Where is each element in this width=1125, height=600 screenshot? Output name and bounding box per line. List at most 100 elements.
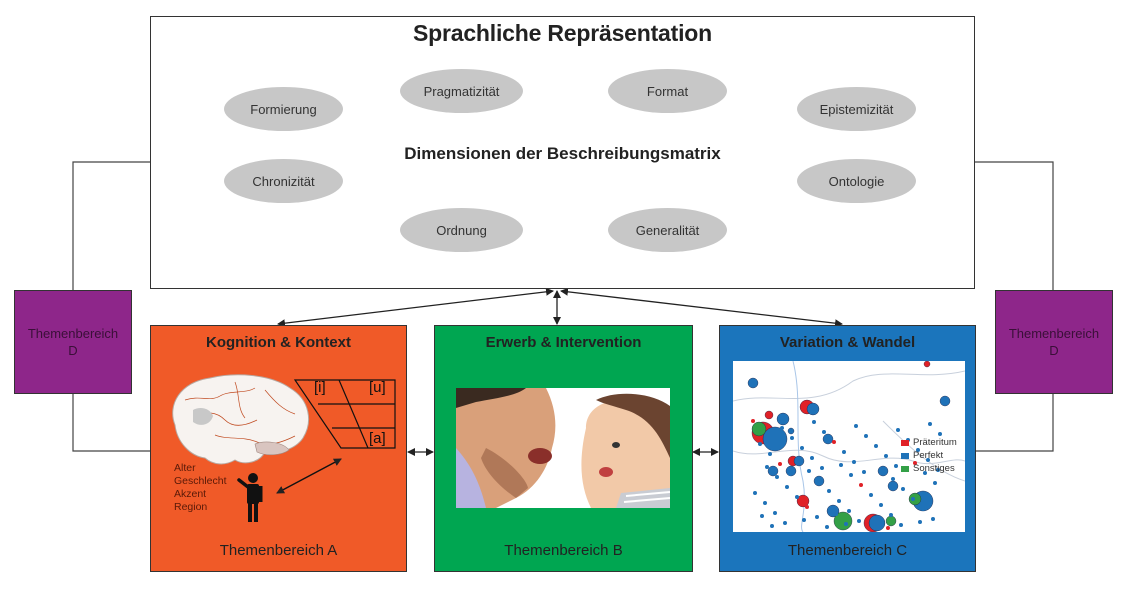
theme-a-title: Kognition & Kontext [206, 334, 351, 351]
vowel-u: [u] [369, 379, 386, 396]
map-marker-small [896, 428, 900, 432]
father-baby-photo [456, 388, 670, 508]
themenbereich-b-box: Erwerb & Intervention Themenbereich B [434, 325, 693, 572]
map-marker [939, 395, 951, 407]
map-marker-small [785, 485, 789, 489]
dimension-epistemizitaet: Epistemizität [797, 87, 916, 131]
legend-praeteritum: Präteritum [901, 436, 957, 449]
map-marker [796, 494, 810, 508]
legend-perfekt: Perfekt [901, 449, 957, 462]
map-marker-small [839, 463, 843, 467]
map-marker-small [802, 518, 806, 522]
dimension-ordnung: Ordnung [400, 208, 523, 252]
brain-icon [172, 374, 310, 465]
attribute-geschlecht: Geschlecht [174, 475, 227, 487]
map-marker-small [790, 436, 794, 440]
map-marker-small [807, 469, 811, 473]
map-marker [887, 480, 899, 492]
map-marker-small [817, 479, 821, 483]
right-d-top-wire [975, 161, 1054, 290]
dimension-chronizitaet: Chronizität [224, 159, 343, 203]
map-marker-small [938, 432, 942, 436]
map-marker-small [780, 426, 784, 430]
map-marker-small [770, 524, 774, 528]
map-marker-small [832, 440, 836, 444]
map-marker-small [763, 501, 767, 505]
dimension-generalitaet: Generalität [608, 208, 727, 252]
map-marker-small [859, 483, 863, 487]
theme-b-label: Themenbereich B [504, 542, 623, 559]
map-marker-small [760, 514, 764, 518]
map-marker-small [857, 519, 861, 523]
dimension-ontologie: Ontologie [797, 159, 916, 203]
double-arrow-icon [276, 458, 342, 494]
dialect-map [733, 361, 965, 532]
map-marker-small [822, 430, 826, 434]
left-d-top-wire [72, 161, 150, 290]
map-marker-small [753, 491, 757, 495]
map-marker-small [751, 419, 755, 423]
map-marker-small [886, 526, 890, 530]
vowel-a: [a] [369, 430, 386, 447]
dimension-format: Format [608, 69, 727, 113]
d-left-line1: Themenbereich [27, 326, 119, 341]
map-marker-small [879, 503, 883, 507]
map-marker-small [825, 525, 829, 529]
map-marker [776, 412, 790, 426]
legend-swatch [901, 439, 909, 446]
map-marker-small [847, 509, 851, 513]
map-marker-small [773, 511, 777, 515]
theme-c-title: Variation & Wandel [779, 334, 916, 351]
map-marker-small [778, 462, 782, 466]
map-marker-small [933, 481, 937, 485]
map-marker-small [837, 499, 841, 503]
map-marker-small [913, 461, 917, 465]
map-marker-small [810, 456, 814, 460]
map-marker [751, 421, 767, 437]
map-marker [762, 426, 788, 452]
map-marker-small [849, 473, 853, 477]
map-marker-small [881, 467, 885, 471]
attribute-alter: Alter [174, 462, 196, 474]
legend-label: Sonstiges [913, 463, 955, 474]
map-marker [787, 427, 795, 435]
map-marker-small [820, 466, 824, 470]
map-marker [747, 377, 759, 389]
map-marker-small [768, 452, 772, 456]
map-marker-small [876, 516, 880, 520]
map-marker-small [869, 493, 873, 497]
map-marker [822, 433, 834, 445]
speaker-attributes: Alter Geschlecht Akzent Region [174, 462, 227, 514]
map-marker [764, 410, 774, 420]
dimension-formierung: Formierung [224, 87, 343, 131]
themenbereich-a-box: Kognition & Kontext [i] [u] [a] Alter Ge… [150, 325, 407, 572]
theme-b-title: Erwerb & Intervention [485, 334, 642, 351]
map-marker-small [765, 465, 769, 469]
map-marker-small [775, 475, 779, 479]
right-d-bottom-wire [975, 393, 1054, 452]
map-marker-small [827, 489, 831, 493]
map-marker-small [795, 495, 799, 499]
legend-swatch [901, 452, 909, 459]
vowel-trapezoid [293, 379, 396, 449]
person-icon [237, 473, 263, 522]
sprachliche-repraesentation-box [150, 16, 975, 289]
d-right-line1: Themenbereich [1008, 326, 1100, 341]
map-marker [885, 515, 897, 527]
map-marker-small [854, 424, 858, 428]
left-d-bottom-wire [72, 393, 150, 452]
map-marker-small [901, 487, 905, 491]
map-marker-small [815, 515, 819, 519]
map-marker-small [891, 477, 895, 481]
map-marker-small [862, 470, 866, 474]
map-marker-small [899, 523, 903, 527]
map-marker-small [874, 444, 878, 448]
arrow-top-to-a [277, 287, 554, 328]
map-marker-small [805, 505, 809, 509]
map-legend: Präteritum Perfekt Sonstiges [901, 436, 957, 475]
vowel-i: [i] [314, 379, 326, 396]
map-marker-small [931, 517, 935, 521]
map-markers [747, 361, 951, 532]
map-marker [923, 361, 931, 368]
